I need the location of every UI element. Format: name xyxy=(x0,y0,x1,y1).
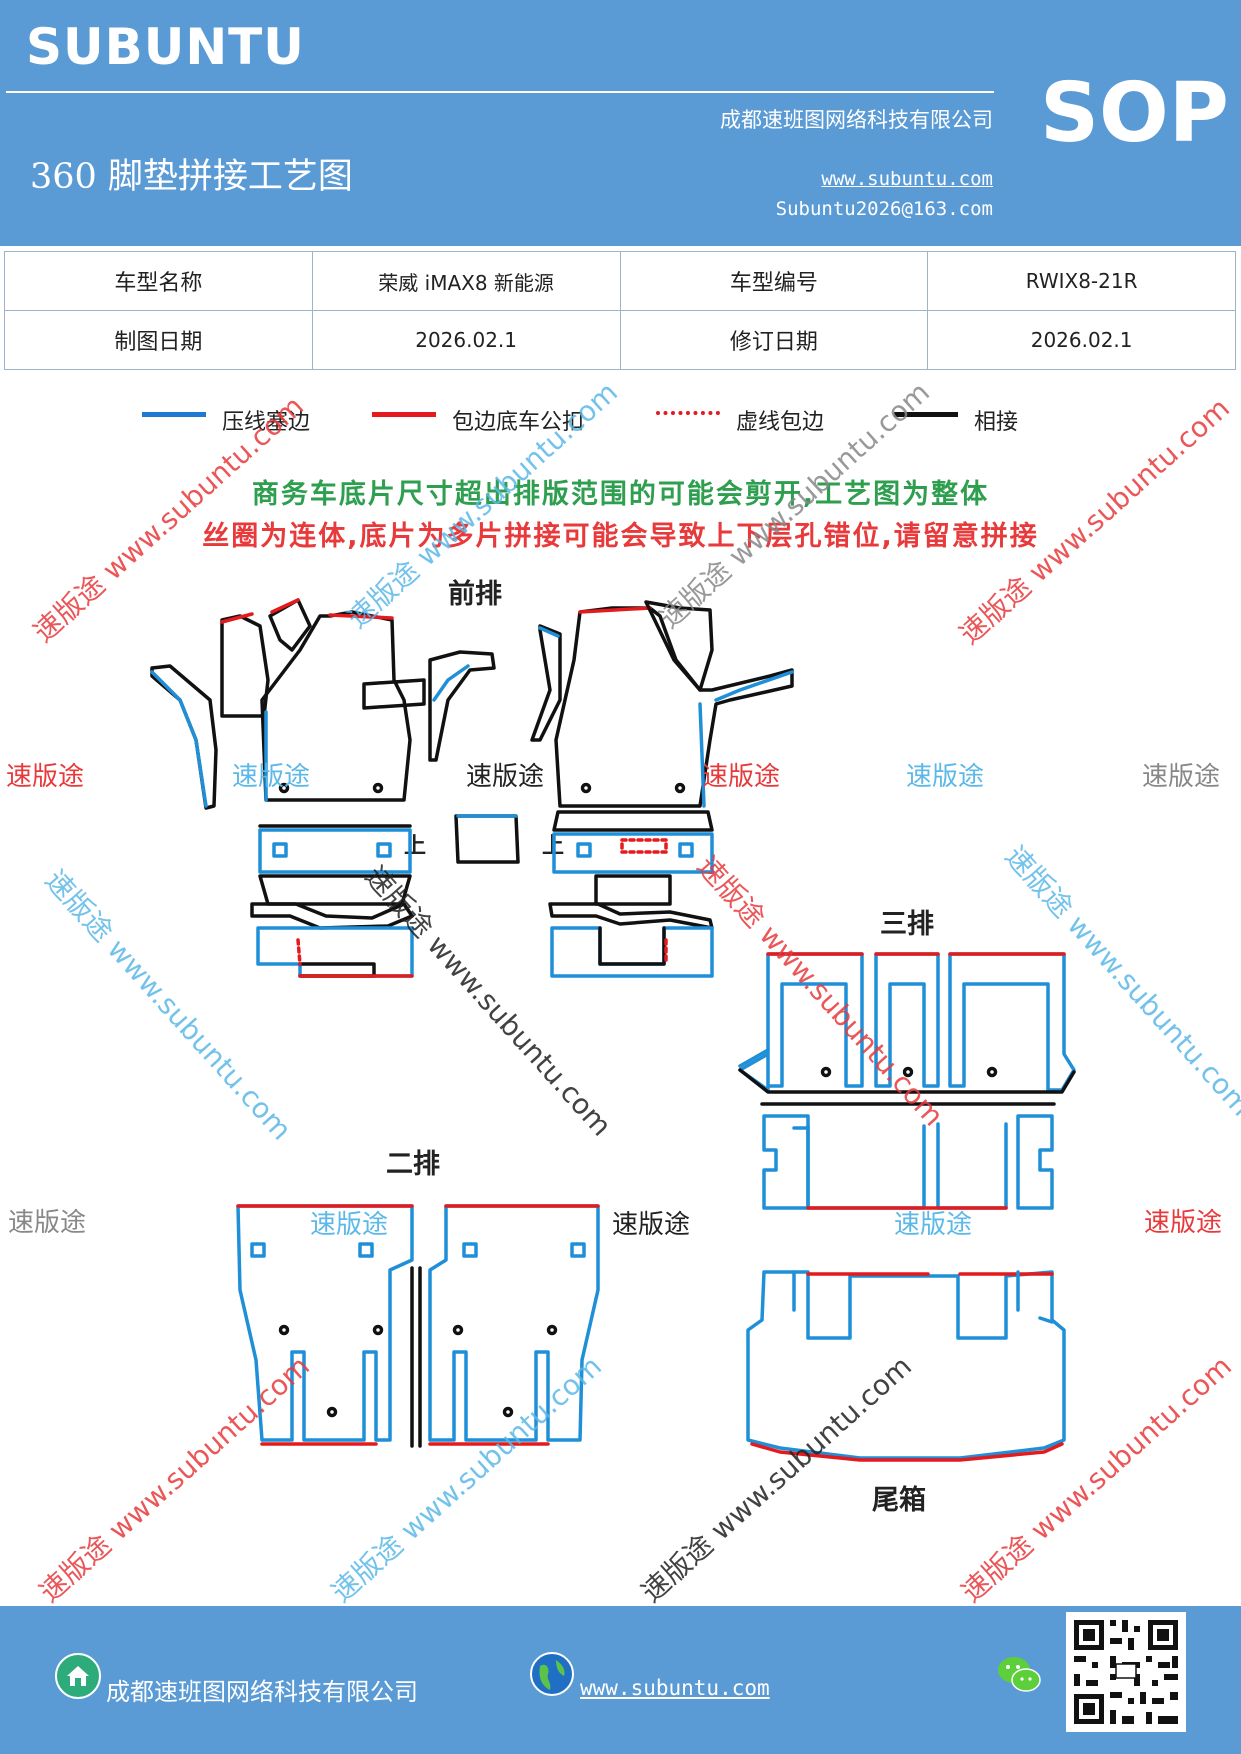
watermark-text: 速版途 xyxy=(6,762,85,792)
watermark-text: 速版途 xyxy=(906,762,985,792)
model-code-label: 车型编号 xyxy=(619,251,929,311)
watermark-text: 速版途 xyxy=(612,1210,691,1240)
brand-logo: SUBUNTU xyxy=(26,18,305,76)
watermark-text: 速版途 xyxy=(466,762,545,792)
table-row: 车型名称 荣威 iMAX8 新能源 车型编号 RWIX8-21R xyxy=(4,251,1236,311)
wechat-icon xyxy=(998,1657,1041,1692)
watermark-text: 速版途 xyxy=(1142,762,1221,792)
table-row: 制图日期 2026.02.1 修订日期 2026.02.1 xyxy=(4,310,1236,370)
watermark-text: 速版途 xyxy=(1144,1208,1223,1238)
second-row-mat xyxy=(236,1204,600,1448)
note-line-1: 商务车底片尺寸超出排版范围的可能会剪开,工艺图为整体 xyxy=(251,479,990,510)
footer-company: 成都速班图网络科技有限公司 xyxy=(106,1678,418,1706)
header-bar xyxy=(0,0,1241,246)
front-center-piece xyxy=(454,814,520,864)
trunk-mat xyxy=(746,1270,1066,1462)
legend-label: 包边底车公扣 xyxy=(452,410,585,435)
third-row-mat xyxy=(738,952,1076,1210)
legend-swatch-black xyxy=(894,412,958,417)
legend-swatch-red-dotted xyxy=(656,411,720,415)
legend-label: 压线塞边 xyxy=(222,410,311,435)
qr-code-icon xyxy=(1066,1612,1186,1732)
legend-label: 虚线包边 xyxy=(736,410,825,435)
website-link[interactable]: www.subuntu.com xyxy=(821,168,993,190)
watermark-text: 速版途 xyxy=(702,762,781,792)
draw-date-value: 2026.02.1 xyxy=(311,310,621,370)
legend-label: 相接 xyxy=(974,410,1019,435)
sop-label: SOP xyxy=(1040,66,1229,161)
email-address: Subuntu2026@163.com xyxy=(775,198,993,220)
watermark-text: 速版途 xyxy=(310,1210,389,1240)
company-name: 成都速班图网络科技有限公司 xyxy=(720,108,993,132)
model-name-value: 荣威 iMAX8 新能源 xyxy=(311,251,621,311)
watermark-text: 速版途 xyxy=(8,1208,87,1238)
front-right-mat xyxy=(530,600,794,978)
model-name-label: 车型名称 xyxy=(4,251,313,311)
globe-icon xyxy=(530,1652,574,1696)
revise-date-label: 修订日期 xyxy=(619,310,929,370)
section-second-row: 二排 xyxy=(386,1149,440,1180)
front-left-mat xyxy=(150,598,496,978)
revise-date-value: 2026.02.1 xyxy=(927,310,1236,370)
watermark-text: 速版途 xyxy=(232,762,311,792)
section-trunk: 尾箱 xyxy=(872,1485,926,1516)
home-icon xyxy=(55,1653,101,1699)
note-line-2: 丝圈为连体,底片为多片拼接可能会导致上下层孔错位,请留意拼接 xyxy=(202,521,1039,552)
model-code-value: RWIX8-21R xyxy=(927,251,1236,311)
info-table: 车型名称 荣威 iMAX8 新能源 车型编号 RWIX8-21R 制图日期 20… xyxy=(4,251,1236,370)
section-third-row: 三排 xyxy=(880,909,934,940)
legend-swatch-red xyxy=(372,412,436,417)
watermark-text: 速版途 xyxy=(894,1210,973,1240)
legend-swatch-blue xyxy=(142,412,206,417)
footer-website-link[interactable]: www.subuntu.com xyxy=(580,1676,770,1700)
header-divider xyxy=(6,91,994,93)
draw-date-label: 制图日期 xyxy=(4,310,313,370)
page-title: 360 脚垫拼接工艺图 xyxy=(30,157,353,197)
section-front-row: 前排 xyxy=(448,579,502,610)
